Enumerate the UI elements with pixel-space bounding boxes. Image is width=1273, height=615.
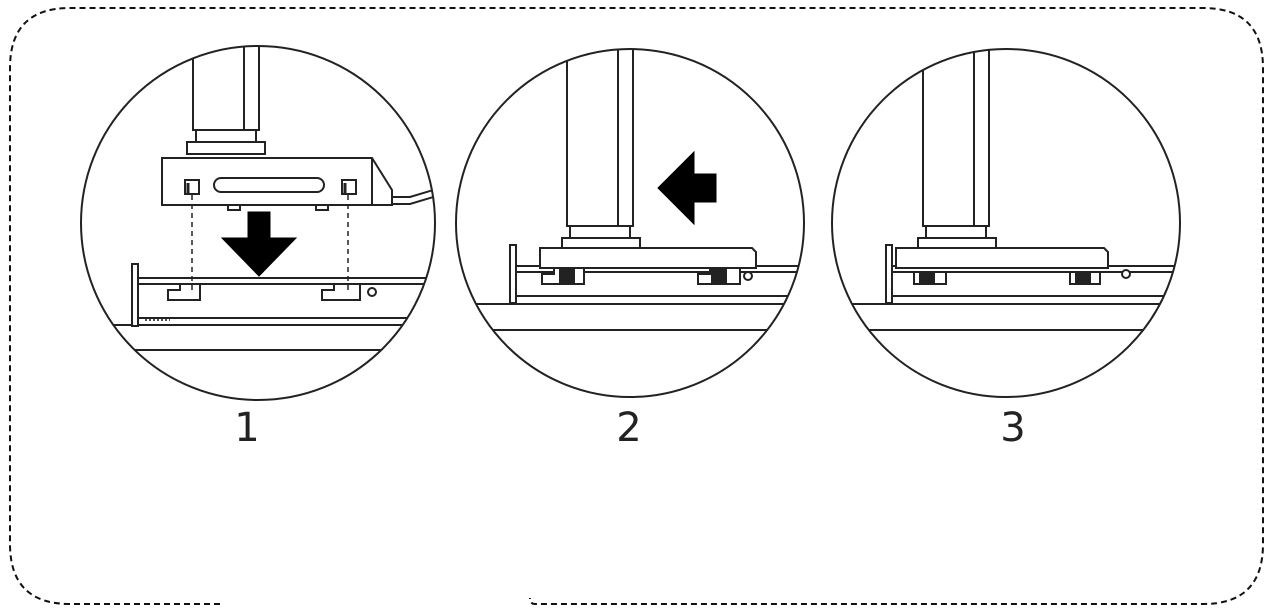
step-2-illustration (456, 49, 804, 331)
step-1-number: 1 (234, 405, 260, 451)
step-1-illustration (81, 46, 435, 351)
step-3-illustration (832, 49, 1180, 331)
left-arrow-icon (657, 150, 717, 226)
step-1-circle (80, 45, 436, 401)
step-3-number: 3 (1000, 405, 1026, 451)
step-2-number: 2 (616, 405, 642, 451)
dashed-frame (9, 7, 1264, 605)
step-3-circle (831, 48, 1181, 398)
down-arrow-icon (220, 211, 298, 277)
step-2-circle (455, 48, 805, 398)
